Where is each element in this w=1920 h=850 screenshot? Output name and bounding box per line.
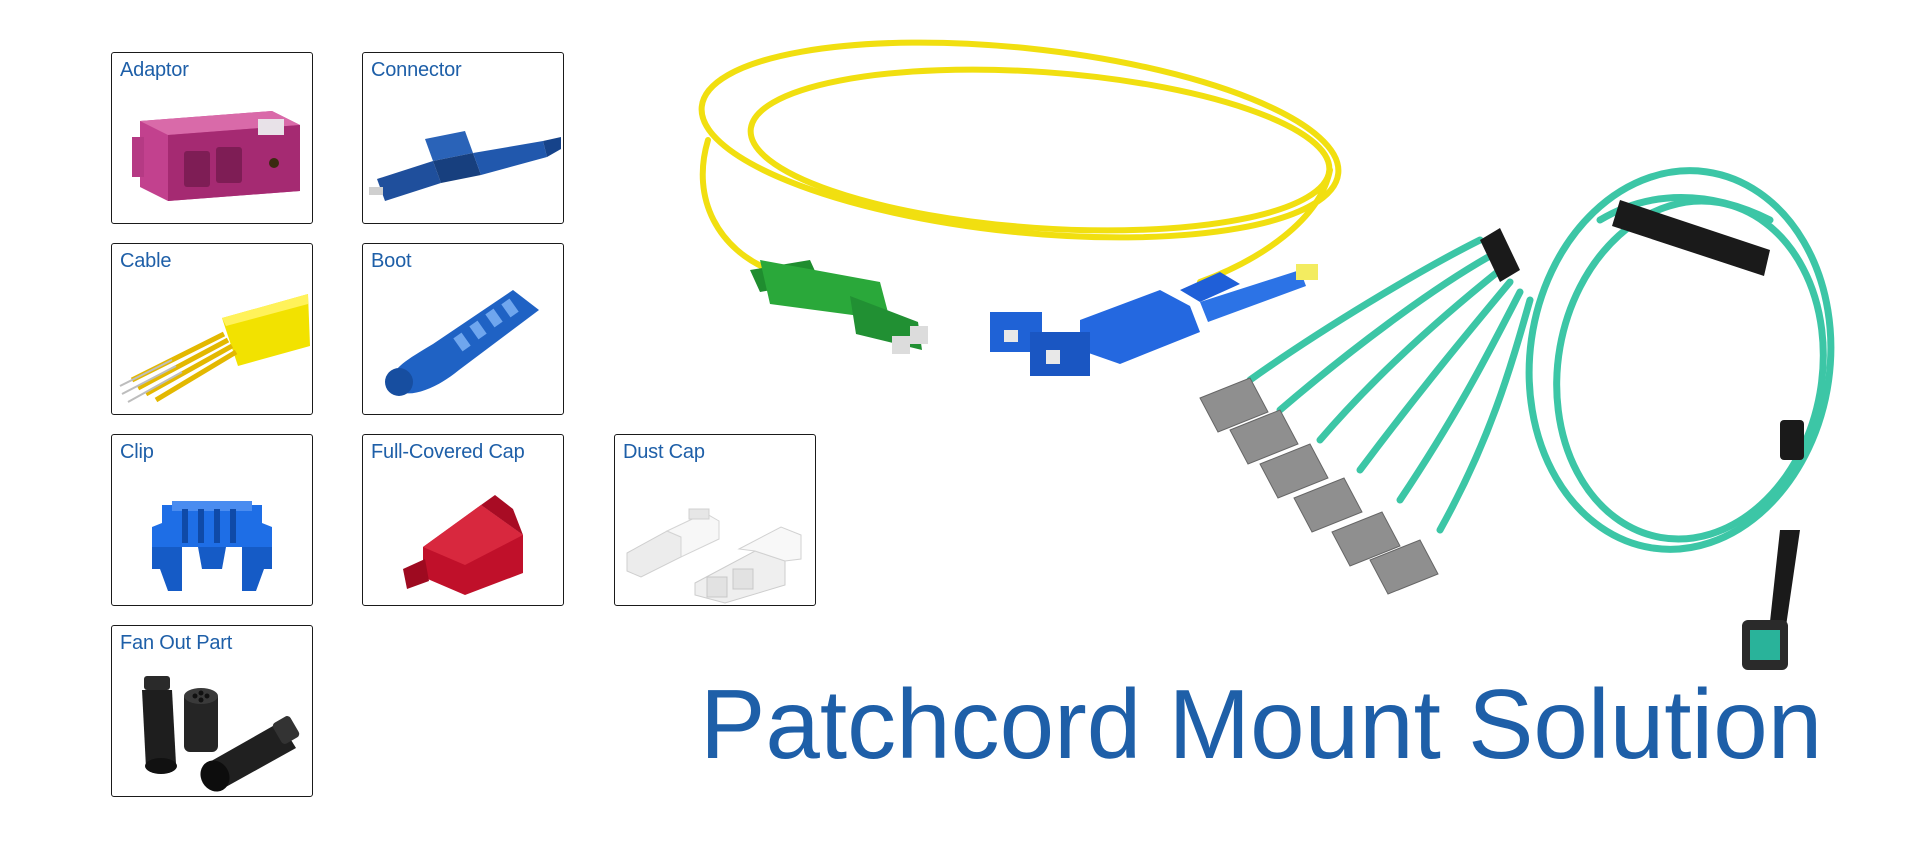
card-label-full-covered-cap: Full-Covered Cap: [371, 441, 525, 463]
card-adaptor: Adaptor: [111, 52, 313, 224]
card-label-connector: Connector: [371, 59, 462, 81]
card-label-clip: Clip: [120, 441, 154, 463]
cable-icon: [119, 294, 310, 403]
black-breakout-sleeve: [1480, 200, 1804, 640]
clip-icon: [152, 501, 272, 591]
grey-lc-connectors: [1199, 377, 1439, 595]
card-label-cable: Cable: [120, 250, 172, 272]
yellow-patchcord: [698, 39, 1342, 285]
card-cable: Cable: [111, 243, 313, 415]
card-boot: Boot: [362, 243, 564, 415]
card-label-adaptor: Adaptor: [120, 59, 189, 81]
mpo-connector: [1742, 620, 1788, 670]
card-clip: Clip: [111, 434, 313, 606]
card-dust-cap: Dust Cap: [614, 434, 816, 606]
green-lc-connector: [750, 260, 928, 354]
card-label-boot: Boot: [371, 250, 412, 272]
card-label-fan-out-part: Fan Out Part: [120, 632, 233, 654]
adaptor-icon: [132, 111, 300, 201]
card-full-covered-cap: Full-Covered Cap: [362, 434, 564, 606]
connector-icon: [369, 131, 561, 201]
card-label-dust-cap: Dust Cap: [623, 441, 705, 463]
dust-cap-icon: [626, 508, 802, 604]
card-fan-out-part: Fan Out Part: [111, 625, 313, 797]
aqua-mpo-fanout: [1246, 167, 1835, 553]
blue-sc-connector: [990, 264, 1318, 376]
patchcord-hero-illustration: [698, 39, 1835, 670]
hero-title: Patchcord Mount Solution: [700, 669, 1823, 779]
boot-icon: [385, 290, 539, 396]
card-connector: Connector: [362, 52, 564, 224]
fan-out-part-icon: [142, 676, 300, 792]
full-covered-cap-icon: [403, 495, 523, 595]
